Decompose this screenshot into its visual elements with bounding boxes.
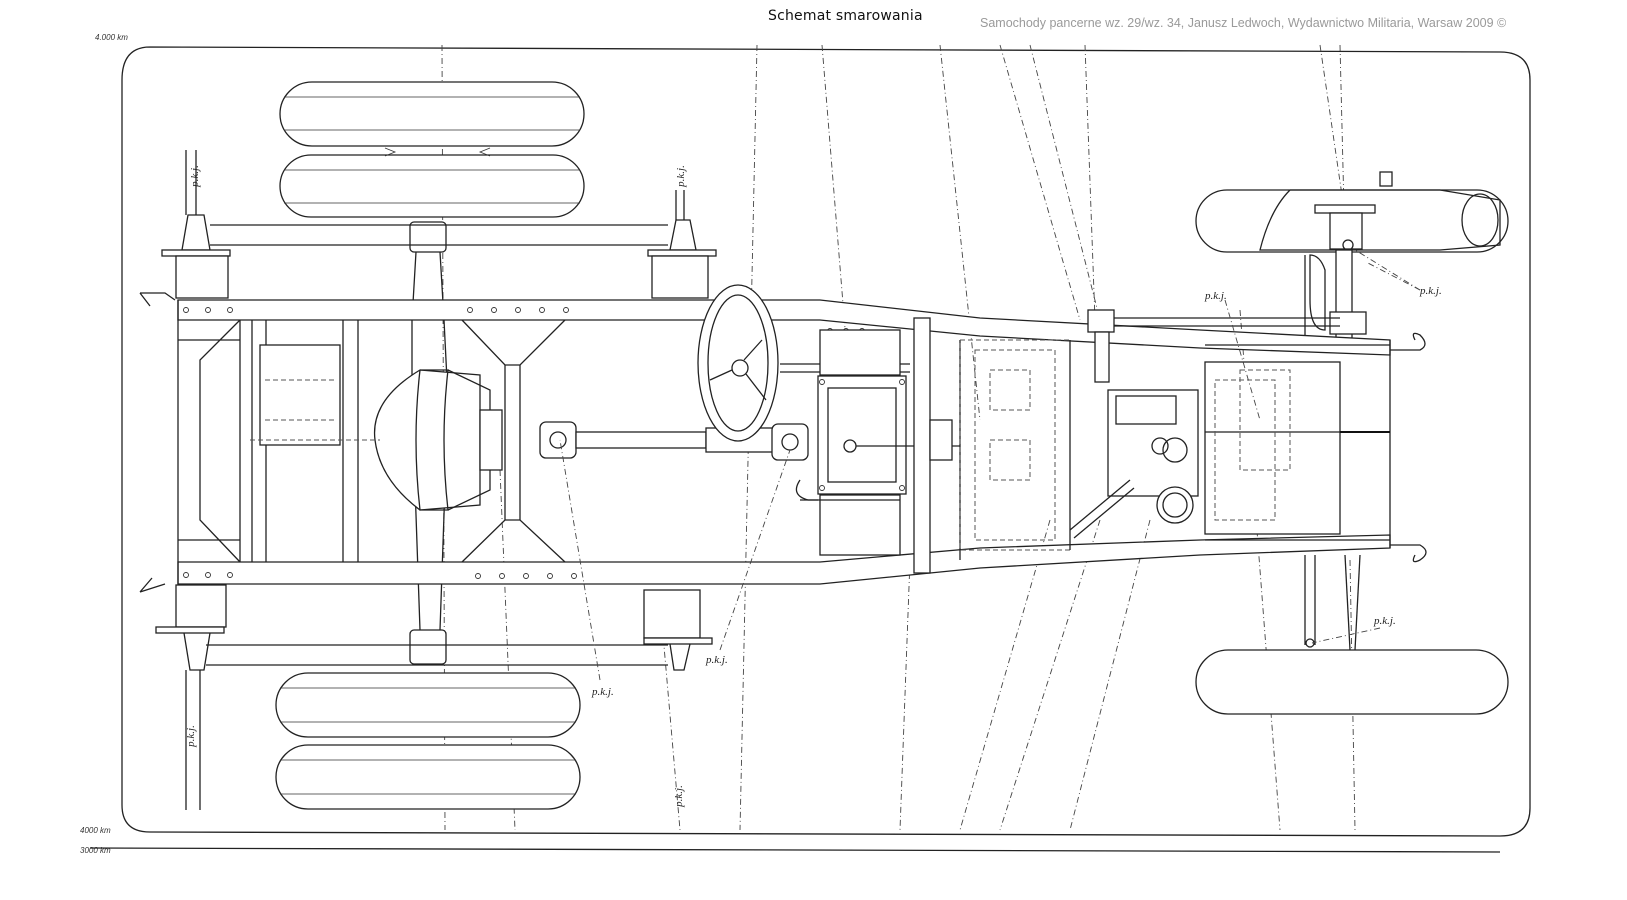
callout-rear-left-lower: p.k.j. [184,725,197,747]
propeller-shaft [250,421,809,461]
front-wheel-bottom [1195,649,1509,715]
scale-label-bottom: 4000 km [80,826,111,835]
gearbox [795,329,960,556]
rear-crossmembers [251,319,566,563]
front-wheel-top [1195,171,1509,253]
front-axle [1087,309,1390,541]
scale-label-top: 4.000 km [95,33,128,42]
rear-springs [206,224,668,666]
radiator [1204,361,1390,535]
scale-label-outer: 3000 km [80,846,111,855]
callout-propshaft: p.k.j. [592,686,614,698]
callout-front-steering: p.k.j. [1205,290,1227,302]
drawing-border [89,46,1531,853]
callout-rear-left-upper: p.k.j. [188,165,201,187]
rear-axle [373,221,503,665]
diagram-title: Schemat smarowania [768,8,923,24]
callout-rear-axle-lower: p.k.j. [672,785,685,807]
callout-front-lower-pivot: p.k.j. [1374,615,1396,627]
callout-leaders [559,247,1421,681]
rear-wheel-bottom [275,672,581,810]
callout-steering-column: p.k.j. [706,654,728,666]
engine-block [959,339,1199,551]
source-credit: Samochody pancerne wz. 29/wz. 34, Janusz… [980,16,1507,30]
rear-spring-hangers [155,150,717,810]
callout-rear-right-upper: p.k.j. [674,165,687,187]
callout-front-pivot: p.k.j. [1420,285,1442,297]
rear-wheel-top [279,81,585,218]
